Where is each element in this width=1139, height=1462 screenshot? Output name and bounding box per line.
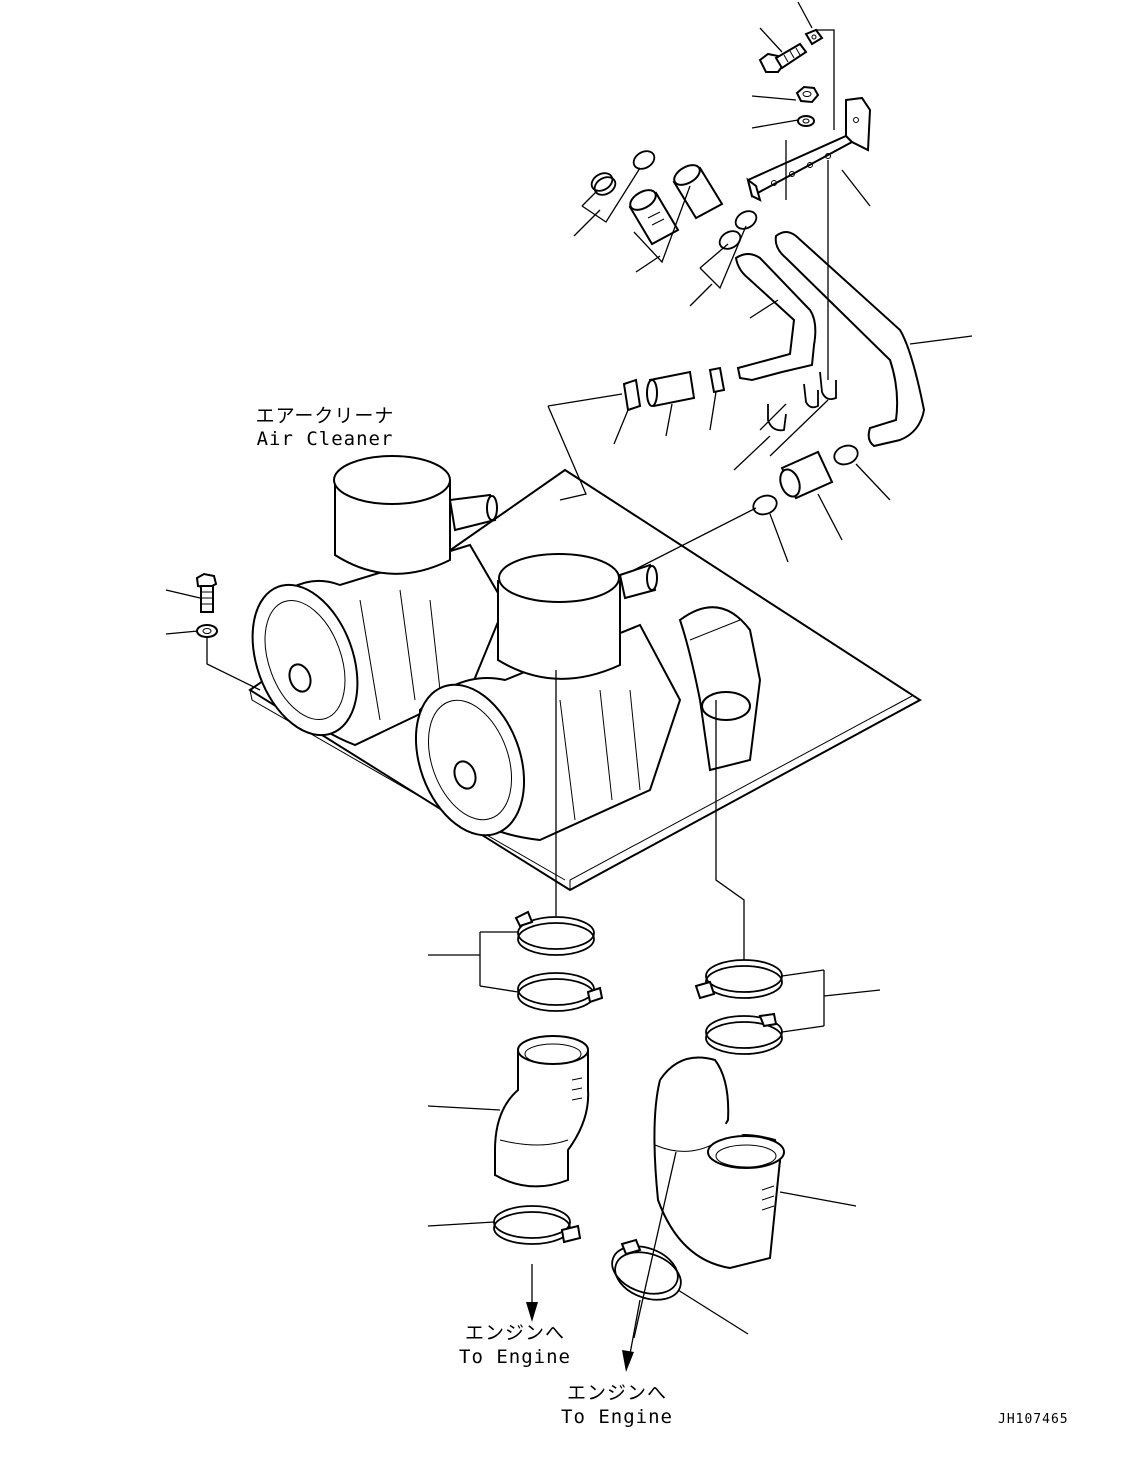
mounting-washer: [196, 624, 218, 638]
clamp-d: [734, 210, 758, 230]
clamp-b: [632, 150, 656, 170]
clamp-lower-4: [705, 1012, 783, 1055]
elbow-lower-left: [494, 1035, 590, 1188]
washer-top: [804, 28, 824, 46]
leader-lines: [165, 1, 973, 1339]
bracket: [746, 96, 872, 202]
u-bolt-a: [767, 404, 787, 432]
hose-short-a: [672, 164, 724, 220]
clamp-lower-3: [694, 959, 783, 1000]
clamp-lower-5: [493, 1205, 582, 1245]
to-engine-label-1-en: To Engine: [459, 1346, 571, 1368]
nut-top: [795, 85, 820, 104]
hose-mid: [646, 370, 696, 408]
to-engine-label-2-en: To Engine: [561, 1406, 673, 1428]
air-cleaner-label-en: Air Cleaner: [256, 428, 394, 450]
tube-bent-long: [774, 231, 926, 448]
arrow-to-engine-2: [622, 1299, 641, 1372]
washer-small: [797, 115, 815, 127]
clamp-a: [590, 172, 617, 196]
tube-bent-short: [734, 253, 817, 382]
clamp-c: [718, 230, 742, 250]
arrow-to-engine-1: [526, 1264, 538, 1322]
mounting-bolt: [195, 572, 218, 613]
document-id: JH107465: [998, 1412, 1069, 1427]
air-cleaner-label-jp: エアークリーナ: [255, 405, 395, 427]
hose-right: [779, 450, 834, 500]
to-engine-label-1-jp: エンジンへ: [464, 1322, 565, 1344]
air-cleaner-right: [414, 553, 682, 842]
outlet-elbow-right: [678, 606, 762, 772]
u-bolt-b: [803, 383, 819, 409]
hose-short-b: [628, 189, 680, 246]
clamp-f: [708, 366, 726, 394]
to-engine-label-2-jp: エンジンへ: [566, 1382, 667, 1404]
elbow-lower-right: [653, 1056, 785, 1270]
air-cleaner-left: [251, 455, 507, 747]
bolt-top: [758, 42, 808, 73]
clamp-lower-2: [517, 972, 604, 1012]
clamp-lower-6: [611, 1238, 682, 1301]
clamp-lower-1: [514, 910, 595, 956]
clamp-e: [622, 378, 642, 412]
u-bolt-c: [819, 371, 837, 401]
clamp-g: [833, 444, 859, 466]
clamp-h: [752, 494, 778, 516]
